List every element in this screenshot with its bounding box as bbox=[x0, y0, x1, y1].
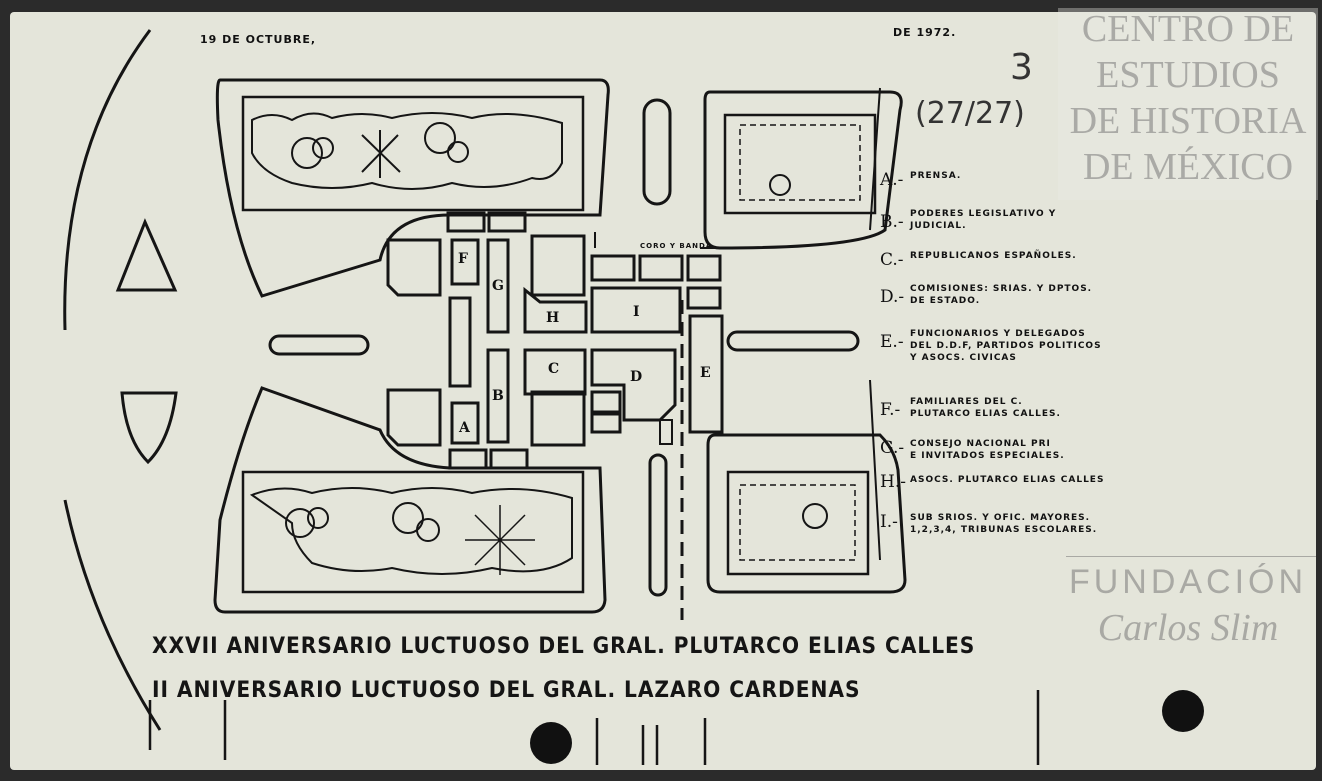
date-right: DE 1972. bbox=[893, 26, 957, 39]
legend-key: D.- bbox=[880, 287, 905, 307]
watermark-line: CENTRO DE bbox=[1081, 8, 1295, 50]
legend-key: H.- bbox=[880, 472, 906, 492]
title-line-2: II ANIVERSARIO LUCTUOSO DEL GRAL. LAZARO… bbox=[152, 678, 861, 703]
stage-label: CORO Y BANDA bbox=[640, 242, 712, 250]
legend-text: SUB SRIOS. Y OFIC. MAYORES. 1,2,3,4, TRI… bbox=[910, 513, 1098, 535]
left-arc bbox=[63, 29, 162, 731]
block-label-g: G bbox=[492, 278, 504, 294]
legend-key: C.- bbox=[880, 250, 904, 270]
legend-text: ASOCS. PLUTARCO ELIAS CALLES bbox=[910, 475, 1105, 485]
block-label-b: B bbox=[492, 388, 504, 404]
watermark-line: FUNDACIÓN bbox=[1068, 563, 1308, 601]
block-label-d: D bbox=[630, 369, 642, 385]
block-label-c: C bbox=[548, 361, 559, 377]
legend-key: G.- bbox=[880, 438, 905, 458]
legend-text: PODERES LEGISLATIVO Y JUDICIAL. bbox=[910, 209, 1057, 231]
garden-top-right bbox=[703, 90, 903, 250]
annotation-fraction: (27/27) bbox=[915, 96, 1025, 131]
legend-text: FAMILIARES DEL C. PLUTARCO ELIAS CALLES. bbox=[910, 397, 1061, 419]
legend-key: A.- bbox=[880, 170, 904, 190]
watermark-panel bbox=[1058, 8, 1318, 200]
right-bar bbox=[726, 330, 860, 352]
legend-text: REPUBLICANOS ESPAÑOLES. bbox=[910, 251, 1077, 261]
block-label-e: E bbox=[700, 365, 711, 381]
watermark-signature: Carlos Slim bbox=[1097, 607, 1279, 649]
bottom-vertical-bar bbox=[648, 453, 668, 597]
date-left: 19 DE OCTUBRE, bbox=[200, 33, 317, 46]
garden-bottom-right bbox=[706, 433, 907, 594]
legend-text: FUNCIONARIOS Y DELEGADOS DEL D.D.F, PART… bbox=[910, 329, 1102, 363]
block-label-a: A bbox=[458, 420, 471, 436]
watermark-line: ESTUDIOS bbox=[1096, 54, 1280, 96]
legend-key: I.- bbox=[880, 512, 898, 532]
watermark-divider bbox=[1066, 556, 1316, 557]
annotation-number: 3 bbox=[1010, 47, 1033, 88]
block-label-h: H bbox=[546, 310, 559, 326]
legend-text: COMISIONES: SRIAS. Y DPTOS. DE ESTADO. bbox=[910, 284, 1093, 306]
legend-key: E.- bbox=[880, 332, 904, 352]
legend-key: B.- bbox=[880, 212, 904, 232]
top-vertical-bar bbox=[642, 98, 672, 206]
watermark-line: DE HISTORIA bbox=[1069, 100, 1307, 142]
block-label-f: F bbox=[458, 251, 468, 267]
garden-bottom-left bbox=[213, 386, 607, 614]
punch-hole bbox=[1162, 690, 1204, 732]
legend-text: CONSEJO NACIONAL PRI E INVITADOS ESPECIA… bbox=[910, 439, 1065, 461]
punch-hole bbox=[530, 722, 572, 764]
shield-shape bbox=[120, 391, 178, 465]
handwritten-annotation: 3 (27/27) bbox=[915, 48, 1055, 148]
garden-top-left bbox=[215, 78, 610, 298]
paper-sheet bbox=[10, 12, 1316, 770]
legend-key: F.- bbox=[880, 400, 901, 420]
left-bar bbox=[268, 334, 370, 356]
watermark-line: DE MÉXICO bbox=[1082, 146, 1294, 188]
triangle-up bbox=[115, 218, 178, 292]
block-label-i: I bbox=[633, 304, 640, 320]
legend-text: PRENSA. bbox=[910, 171, 962, 181]
title-line-1: XXVII ANIVERSARIO LUCTUOSO DEL GRAL. PLU… bbox=[152, 634, 976, 659]
